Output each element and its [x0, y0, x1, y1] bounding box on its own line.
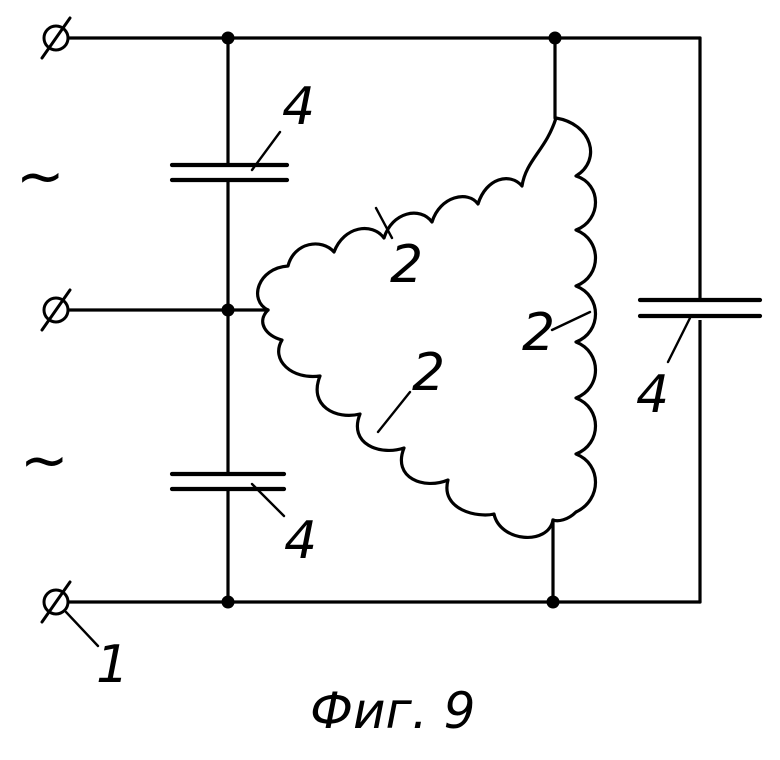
delta-windings [256, 116, 598, 540]
leaders [64, 130, 692, 648]
junction-dot [221, 31, 235, 45]
label-terminal: 1 [96, 635, 129, 695]
label-winding-upper: 2 [390, 235, 423, 295]
leader-winding-upper [374, 206, 394, 240]
figure-caption: Фиг. 9 [310, 682, 475, 740]
leader-terminal [64, 610, 100, 648]
leader-cap-upper [250, 130, 282, 172]
terminal-top [40, 16, 72, 60]
ac-symbol-upper: ~ [16, 142, 65, 210]
leader-winding-lower [376, 390, 412, 434]
labels: 4 4 4 2 2 2 1 ~ ~ Фиг. 9 [16, 77, 669, 740]
terminal-middle [40, 288, 72, 332]
junction-dot [221, 595, 235, 609]
junction-dot [221, 303, 235, 317]
ac-symbol-lower: ~ [20, 426, 69, 494]
winding-right-coil [551, 116, 598, 523]
label-capacitor-upper: 4 [282, 77, 315, 137]
label-capacitor-lower: 4 [284, 511, 317, 571]
label-capacitor-right: 4 [636, 365, 669, 425]
capacitor-right [637, 297, 763, 320]
terminals [40, 16, 72, 624]
terminal-bottom [40, 580, 72, 624]
label-winding-lower: 2 [412, 343, 445, 403]
capacitors [169, 162, 763, 492]
leader-winding-right [550, 310, 592, 332]
leader-cap-right [666, 316, 692, 364]
label-winding-right: 2 [522, 303, 555, 363]
capacitor-upper [169, 162, 290, 183]
wires [58, 36, 702, 604]
junction-dot [546, 595, 560, 609]
junction-dot [548, 31, 562, 45]
winding-upper-coil [256, 116, 558, 312]
capacitor-lower [169, 471, 287, 492]
winding-lower-coil [261, 308, 555, 540]
leader-cap-lower [250, 482, 286, 518]
junctions [221, 31, 562, 609]
